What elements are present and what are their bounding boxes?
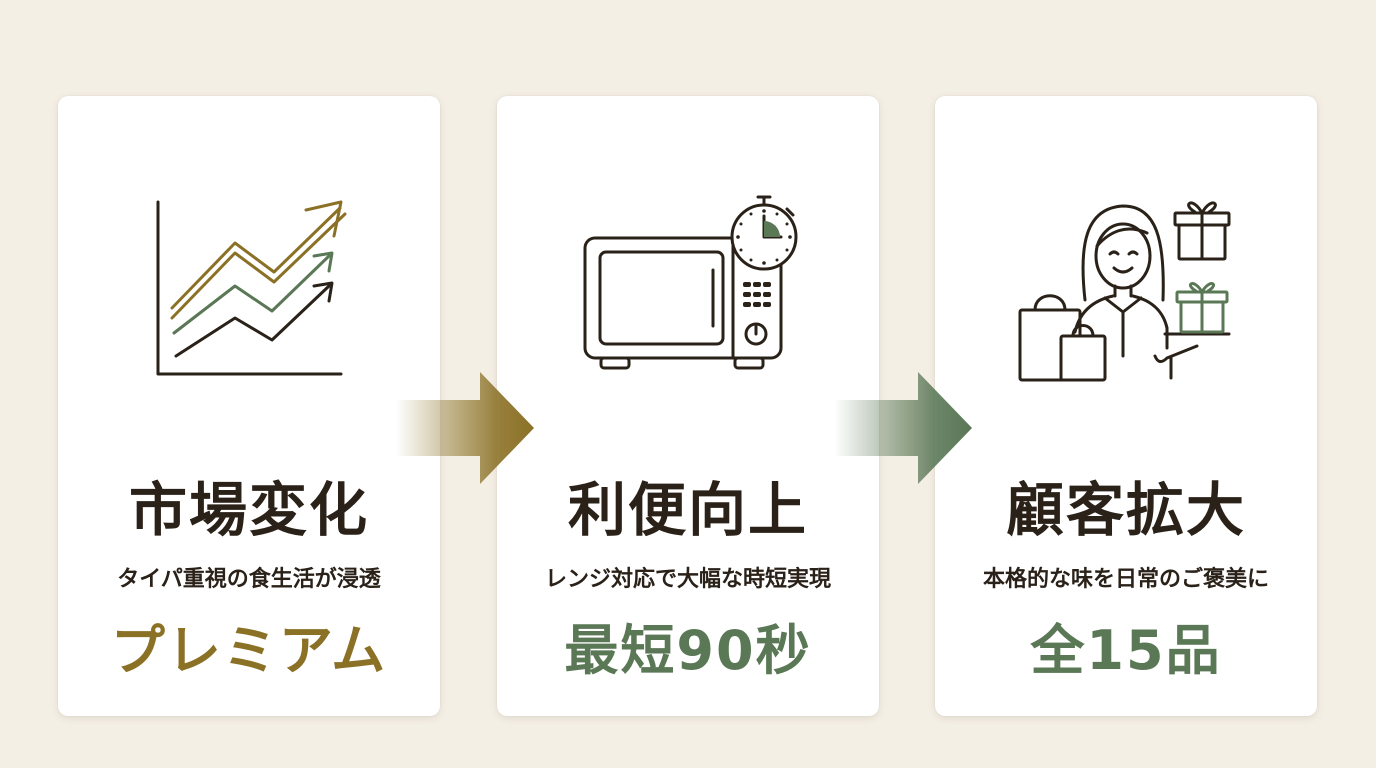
arrow-right-icon bbox=[834, 372, 972, 484]
customer-gift-icon bbox=[1018, 201, 1231, 382]
step-subtitle: レンジ対応で大幅な時短実現 bbox=[544, 567, 831, 592]
step-card-market-change: 市場変化 タイパ重視の食生活が浸透 プレミアム bbox=[58, 96, 440, 716]
microwave-timer-icon bbox=[583, 195, 798, 370]
step-subtitle: 本格的な味を日常のご褒美に bbox=[982, 567, 1269, 592]
arrow-right-icon bbox=[396, 372, 534, 484]
step-title: 市場変化 bbox=[128, 476, 369, 544]
step-highlight: 全15品 bbox=[1030, 619, 1222, 682]
step-subtitle: タイパ重視の食生活が浸透 bbox=[117, 567, 381, 592]
step-card-customer-expansion: 顧客拡大 本格的な味を日常のご褒美に 全15品 bbox=[935, 96, 1317, 716]
step-highlight: プレミアム bbox=[110, 619, 388, 682]
step-highlight: 最短90秒 bbox=[564, 619, 812, 682]
step-title: 利便向上 bbox=[567, 476, 808, 544]
growth-chart-icon bbox=[156, 200, 347, 376]
step-title: 顧客拡大 bbox=[1005, 476, 1246, 544]
step-card-convenience: 利便向上 レンジ対応で大幅な時短実現 最短90秒 bbox=[497, 96, 879, 716]
